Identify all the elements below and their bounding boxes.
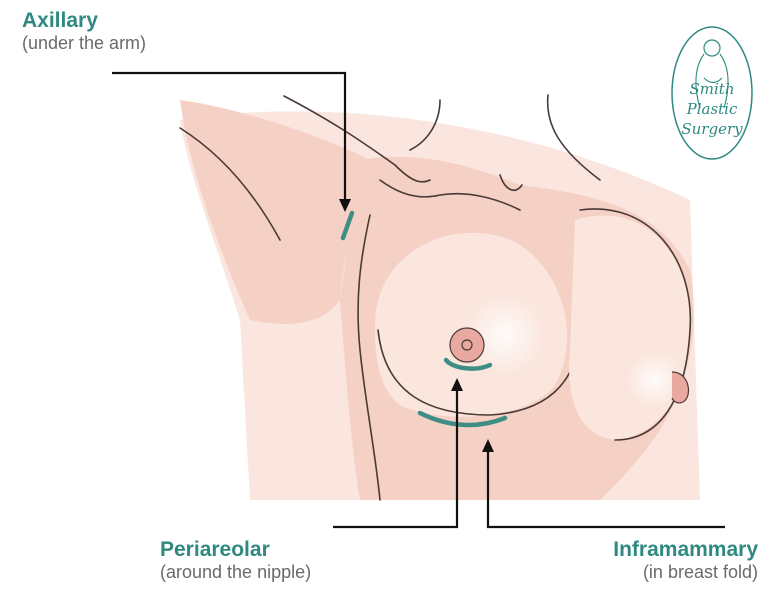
axillary-callout-line [112,71,347,205]
periareolar-callout-line [333,385,459,529]
left-breast-highlight [465,295,545,375]
logo-word-2: Plastic [686,100,738,118]
logo-word-3: Surgery [681,120,743,138]
inframammary-callout-line [486,446,725,529]
axillary-incision [340,210,355,241]
left-areola [449,327,485,363]
periareolar-subtitle: (around the nipple) [160,562,312,583]
axillary-title: Axillary [22,9,98,32]
inframammary-incision [417,410,508,428]
axillary-subtitle: (under the arm) [22,33,147,54]
logo-word-1: Smith [689,80,735,98]
neck-line-right [546,94,601,181]
axillary-arrowhead [339,199,351,212]
arm-upper-outline [283,95,431,183]
left-breast-outline [377,329,576,416]
inframammary-arrowhead [482,439,494,452]
inframammary-title: Inframammary [613,538,758,561]
periareolar-incision [443,357,493,371]
inframammary-label: Inframammary (in breast fold) [613,537,758,584]
axillary-label: Axillary (under the arm) [22,8,146,55]
logo-oval-icon [671,26,753,160]
raised-arm [180,100,370,324]
neck-line [409,99,441,151]
axilla-crease [379,179,521,211]
left-nipple [461,339,473,351]
periareolar-label: Periareolar (around the nipple) [160,537,311,584]
right-breast-outline [579,208,692,441]
right-breast-highlight [627,352,683,408]
right-nipple [671,371,690,404]
arm-lower-outline [179,127,281,241]
periareolar-arrowhead [451,378,463,391]
side-outline [357,214,381,501]
clavicle-notch [499,174,523,191]
inframammary-subtitle: (in breast fold) [642,562,758,583]
clinic-logo: Smith Plastic Surgery [664,18,760,168]
periareolar-title: Periareolar [160,538,270,561]
